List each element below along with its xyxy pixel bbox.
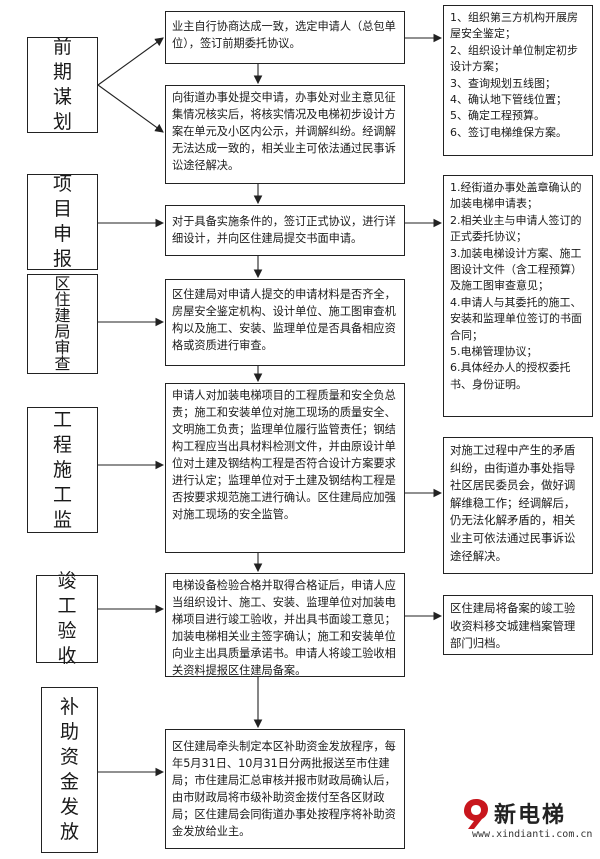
stage-char: 谋 xyxy=(52,86,72,108)
brand-name: 新电梯 xyxy=(494,803,567,828)
stage-char: 目 xyxy=(52,198,72,220)
stage-char: 验 xyxy=(57,620,77,642)
stage-acceptance: 竣 工 验 收 xyxy=(36,570,98,667)
stage-char: 金 xyxy=(59,771,79,793)
arrow-planning-step2 xyxy=(97,84,164,133)
note-item: 1、组织第三方机构开展房屋安全鉴定； xyxy=(450,11,578,41)
stage-char: 补 xyxy=(59,696,79,718)
stage-char: 施 xyxy=(52,458,72,481)
step-7: 区住建局牵头制定本区补助资金发放程序，每年5月31日、10月31日分两批报送至市… xyxy=(165,729,405,849)
brand-logo: 新电梯 www.xindianti.com.cn xyxy=(462,797,596,845)
stage-application: 项 目 申 报 xyxy=(27,173,98,270)
stage-char: 助 xyxy=(59,721,79,743)
stage-char: 工 xyxy=(52,408,72,431)
stage-char: 程 xyxy=(52,433,72,456)
stage-subsidy: 补 助 资 金 发 放 xyxy=(41,687,98,853)
note-item: 4、确认地下管线位置； xyxy=(450,93,567,107)
note-item: 3.加装电梯设计方案、施工图设计文件（含工程预算）及施工图审查意见； xyxy=(450,246,582,293)
note-item: 6.具体经办人的授权委托书、身份证明。 xyxy=(450,361,571,391)
stage-char: 区 xyxy=(54,274,71,293)
stage-char: 报 xyxy=(52,248,72,270)
stage-char: 放 xyxy=(59,821,79,843)
stage-char: 项 xyxy=(52,173,72,195)
note-item: 2、组织设计单位制定初步设计方案； xyxy=(450,43,578,74)
notes-materials: 1.经街道办事处盖章确认的加装电梯申请表； 2.相关业主与申请人签订的正式委托协… xyxy=(443,175,593,417)
elevator-brand-icon xyxy=(464,799,488,829)
step-3: 对于具备实施条件的，签订正式协议，进行详细设计，并向区住建局提交书面申请。 xyxy=(165,205,405,256)
step-4: 区住建局对申请人提交的申请材料是否齐全，房屋安全鉴定机构、设计单位、施工图审查机… xyxy=(165,279,405,366)
stage-supervision: 工 程 施 工 监 xyxy=(27,407,98,533)
stage-char: 收 xyxy=(57,645,77,667)
stage-char: 查 xyxy=(54,354,71,373)
stage-char: 发 xyxy=(59,796,79,818)
note-item: 1.经街道办事处盖章确认的加装电梯申请表； xyxy=(450,181,582,211)
stage-char: 工 xyxy=(57,595,77,617)
note-item: 4.申请人与其委托的施工、安装和监理单位签订的书面合同； xyxy=(450,295,582,342)
notes-planning: 1、组织第三方机构开展房屋安全鉴定； 2、组织设计单位制定初步设计方案； 3、查… xyxy=(443,5,593,156)
note-item: 5.电梯管理协议； xyxy=(450,345,538,359)
stage-char: 工 xyxy=(52,483,72,506)
stage-char: 审 xyxy=(54,338,71,357)
arrow-planning-step1 xyxy=(97,37,164,86)
stage-char: 划 xyxy=(52,111,72,133)
stage-char: 资 xyxy=(59,746,79,768)
step-2: 向街道办事处提交申请，办事处对业主意见征集情况核实后，将核实情况及电梯初步设计方… xyxy=(165,85,405,184)
stage-char: 前 xyxy=(52,36,72,58)
stage-planning: 前 期 谋 划 xyxy=(27,36,98,133)
stage-char: 申 xyxy=(52,223,72,245)
step-5: 申请人对加装电梯项目的工程质量和安全负总责；施工和安装单位对施工现场的质量安全、… xyxy=(165,383,405,553)
brand-url: www.xindianti.com.cn xyxy=(472,829,593,840)
step-6: 电梯设备检验合格并取得合格证后，申请人应当组织设计、施工、安装、监理单位对加装电… xyxy=(165,573,405,677)
note-item: 6、签订电梯维保方案。 xyxy=(450,125,567,139)
stage-char: 局 xyxy=(54,322,71,341)
step-1: 业主自行协商达成一致，选定申请人（总包单位），签订前期委托协议。 xyxy=(165,11,405,64)
stage-char: 期 xyxy=(52,61,72,83)
stage-char: 竣 xyxy=(57,570,77,592)
stage-review: 区 住 建 局 审 查 xyxy=(27,274,98,374)
stage-char: 住 xyxy=(54,290,71,309)
note-item: 2.相关业主与申请人签订的正式委托协议； xyxy=(450,213,582,244)
note-item: 5、确定工程预算。 xyxy=(450,109,545,123)
note-item: 3、查询规划五线图； xyxy=(450,76,556,90)
stage-char: 监 xyxy=(52,508,72,531)
notes-archive: 区住建局将备案的竣工验收资料移交城建档案管理部门归档。 xyxy=(443,595,593,655)
stage-char: 建 xyxy=(54,306,71,325)
notes-disputes: 对施工过程中产生的矛盾纠纷，由街道办事处指导社区居民委员会，做好调解维稳工作；经… xyxy=(443,437,593,574)
